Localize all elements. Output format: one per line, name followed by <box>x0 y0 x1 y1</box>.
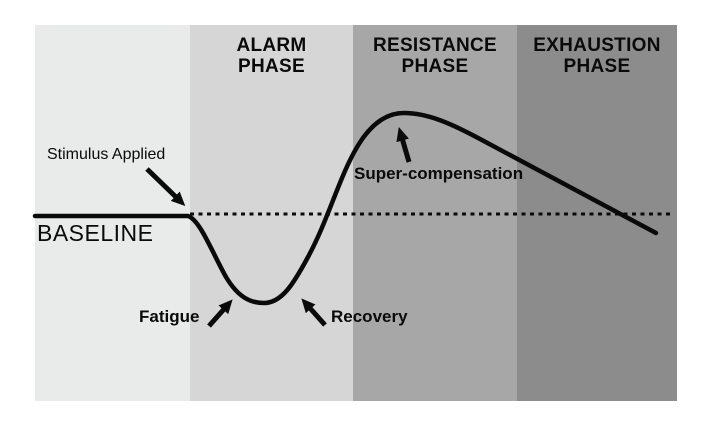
exhaustion-phase-title: EXHAUSTION PHASE <box>517 25 677 77</box>
alarm-phase-title: ALARM PHASE <box>190 25 353 77</box>
alarm-phase-title-line2: PHASE <box>238 56 305 77</box>
baseline-label: BASELINE <box>37 220 154 246</box>
recovery-label: Recovery <box>331 307 408 326</box>
stress-response-curve <box>32 110 659 306</box>
super-compensation-arrow <box>396 126 412 163</box>
resistance-phase-title-line1: RESISTANCE <box>372 35 498 56</box>
super-compensation-label: Super-compensation <box>354 164 524 183</box>
alarm-phase-title-line1: ALARM <box>236 35 307 56</box>
stimulus-applied-label: Stimulus Applied <box>47 146 166 163</box>
stimulus-applied-arrow <box>145 167 186 206</box>
exhaustion-phase-title-line1: EXHAUSTION <box>533 35 661 56</box>
band-pre-stimulus <box>35 25 190 401</box>
fatigue-label: Fatigue <box>139 307 200 326</box>
resistance-phase-title-line2: PHASE <box>401 56 469 77</box>
exhaustion-phase-title-line2: PHASE <box>563 56 631 77</box>
recovery-arrow <box>301 298 327 327</box>
fatigue-arrow <box>207 299 233 328</box>
resistance-phase-title: RESISTANCE PHASE <box>353 25 517 77</box>
